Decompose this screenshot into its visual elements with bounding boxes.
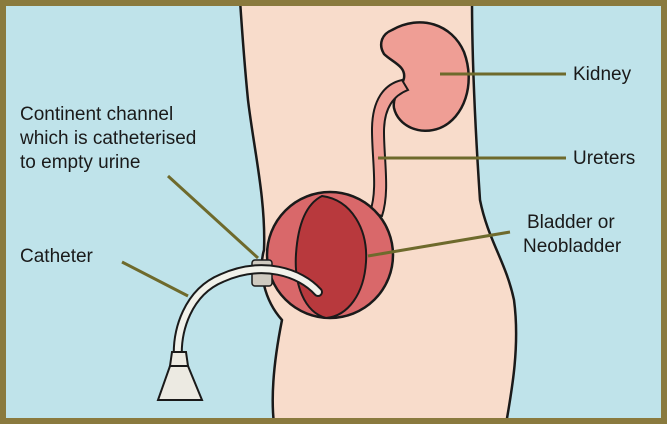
kidney-label: Kidney xyxy=(573,64,632,85)
channel-label-line3: to empty urine xyxy=(20,152,140,173)
bladder-label-line2: Neobladder xyxy=(523,236,622,257)
ureters-label: Ureters xyxy=(573,148,635,169)
catheter-label: Catheter xyxy=(20,246,94,267)
channel-label-line2: which is catheterised xyxy=(19,128,196,149)
catheter-connector-neck xyxy=(170,352,188,366)
channel-label-line1: Continent channel xyxy=(20,104,173,125)
bladder-label-line1: Bladder or xyxy=(527,212,615,233)
